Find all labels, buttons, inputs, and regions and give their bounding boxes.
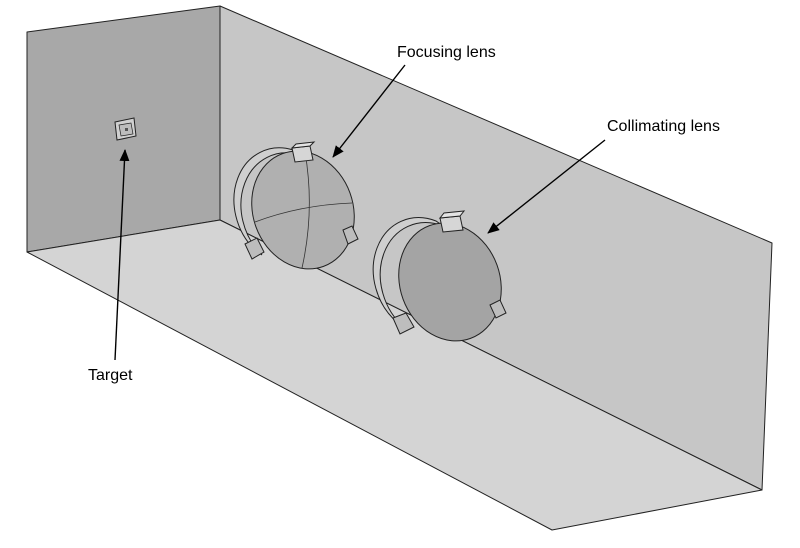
enclosure xyxy=(26,5,773,531)
focusing-lens-arrow xyxy=(332,64,406,158)
collimating-lens xyxy=(372,210,507,342)
collimating-lens-arrow xyxy=(487,139,606,234)
floor xyxy=(26,219,763,531)
collimating-lens-label: Collimating lens xyxy=(607,118,720,135)
target-label: Target xyxy=(88,367,133,384)
focusing-lens xyxy=(233,141,359,270)
target xyxy=(114,117,137,141)
target-arrow xyxy=(114,149,130,361)
focusing-lens-label: Focusing lens xyxy=(397,44,496,61)
